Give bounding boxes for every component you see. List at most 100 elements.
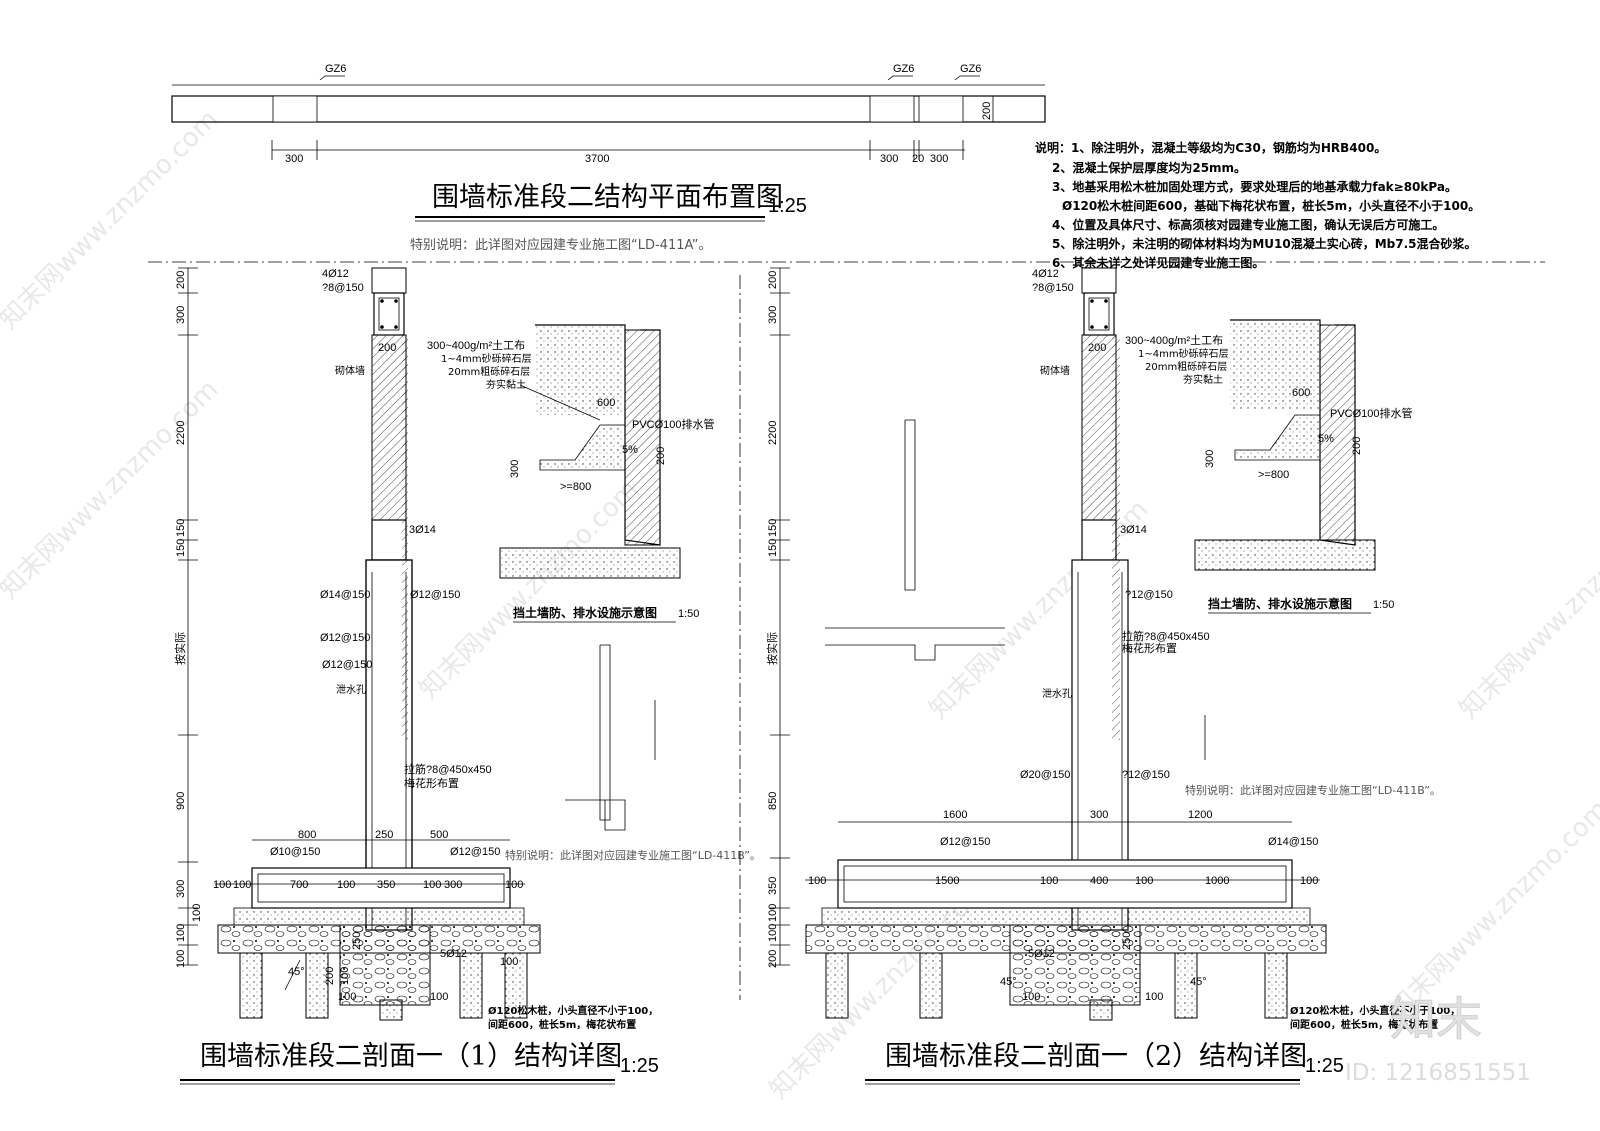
vdim: 900 xyxy=(175,792,187,810)
rebar-label: Ø12@150 xyxy=(322,659,372,671)
rebar-label: 3Ø14 xyxy=(409,524,436,536)
watermark: 知末网www.znzmo.com xyxy=(0,104,224,335)
rebar-label: 砌体墙 xyxy=(1040,364,1070,377)
hdim: 1000 xyxy=(1205,875,1229,887)
plan-dim: 20 xyxy=(912,153,924,165)
rebar-label: Ø10@150 xyxy=(270,846,320,858)
hdim: 700 xyxy=(290,879,308,891)
rebar-label: 梅花形布置 xyxy=(404,776,459,790)
special-note-2: 特别说明：此详图对应园建专业施工图“LD-411B”。 xyxy=(1185,783,1441,797)
layer-label: 1~4mm砂砾碎石层 xyxy=(441,352,532,365)
vdim: 150 xyxy=(175,539,187,557)
pile-note: Ø120松木桩，小头直径不小于100， xyxy=(488,1004,658,1017)
layer-label: 300~400g/m²土工布 xyxy=(1125,334,1223,347)
hdim: 100 xyxy=(423,879,441,891)
vdim: 200 xyxy=(767,950,779,968)
hdim: 100 xyxy=(233,879,251,891)
base-dim: 45° xyxy=(288,966,305,978)
base-dim: 100 xyxy=(338,991,356,1003)
base-dim: 200 xyxy=(324,967,336,985)
special-note: 特别说明：此详图对应园建专业施工图“LD-411B”。 xyxy=(505,848,761,862)
note-line: 3、地基采用松木桩加固处理方式，要求处理后的地基承载力fak≥80kPa。 xyxy=(1052,179,1457,194)
general-notes: 说明：1、除注明外，混凝土等级均为C30，钢筋均为HRB400。 2、混凝土保护… xyxy=(1035,140,1480,270)
retain-dim: 300 xyxy=(509,460,521,478)
rebar-label: Ø12@150 xyxy=(410,589,460,601)
rebar-label: 3Ø14 xyxy=(1120,524,1147,536)
wall-thickness: 200 xyxy=(981,102,993,120)
retain-dim: 300 xyxy=(1204,450,1216,468)
retaining-detail-2: 300~400g/m²土工布 1~4mm砂砾碎石层 20mm粗砾碎石层 夯实黏土… xyxy=(1125,319,1413,614)
pile-note: 间距600，桩长5m，梅花状布置 xyxy=(488,1018,636,1031)
plan-dim: 3700 xyxy=(585,153,609,165)
rebar-label: 5Ø12 xyxy=(1028,948,1055,960)
rebar-label: 拉筋?8@450x450 xyxy=(404,762,492,776)
rebar-label: 泄水孔 xyxy=(1042,687,1072,700)
hdim: 1200 xyxy=(1188,809,1212,821)
pipe-label: PVCØ100排水管 xyxy=(1330,406,1413,420)
plan-dim: 300 xyxy=(930,153,948,165)
layer-label: 1~4mm砂砾碎石层 xyxy=(1138,347,1229,360)
retain-dim: >=800 xyxy=(560,481,591,493)
base-dim: 45° xyxy=(1000,976,1017,988)
gz-label: GZ6 xyxy=(893,63,914,75)
retain-dim: 600 xyxy=(1292,387,1310,399)
brand-id: ID: 1216851551 xyxy=(1345,1060,1531,1086)
hdim: 800 xyxy=(298,829,316,841)
retain-dim: 5% xyxy=(1318,433,1334,445)
plan-note: 特别说明：此详图对应园建专业施工图“LD-411A”。 xyxy=(410,237,712,253)
rebar-label: ?8@150 xyxy=(322,282,364,294)
watermark: 知末网www.znzmo.com xyxy=(0,374,224,605)
gz-label: GZ6 xyxy=(960,63,981,75)
pile-note: Ø120松木桩，小头直径不小于100， xyxy=(1290,1004,1460,1017)
base-dim: 45° xyxy=(1190,976,1207,988)
rebar-label: 梅花形布置 xyxy=(1122,641,1177,655)
hdim: 300 xyxy=(444,879,462,891)
vdim: 按实际 xyxy=(173,632,187,665)
hdim: 100 xyxy=(1300,875,1318,887)
rebar-label: Ø12@150 xyxy=(320,632,370,644)
rebar-label: 拉筋?8@450x450 xyxy=(1122,629,1210,643)
layer-label: 20mm粗砾碎石层 xyxy=(448,365,530,378)
base-dim: 250 xyxy=(1121,932,1133,950)
base-dim: 100 xyxy=(500,956,518,968)
retain-dim: >=800 xyxy=(1258,469,1289,481)
brand-watermark: 知末 ID: 1216851551 xyxy=(1345,992,1531,1087)
rebar-label: ?12@150 xyxy=(1125,589,1173,601)
plan-dim: 300 xyxy=(880,153,898,165)
vdim: 200 xyxy=(767,271,779,289)
vdim: 200 xyxy=(175,271,187,289)
retain-dim: 200 xyxy=(655,447,667,465)
rebar-label: 砌体墙 xyxy=(335,364,365,377)
hdim: 100 xyxy=(213,879,231,891)
watermark: 知末网www.znzmo.com xyxy=(1384,794,1600,1025)
note-line: 4、位置及具体尺寸、标高须核对园建专业施工图，确认无误后方可施工。 xyxy=(1052,217,1444,232)
plan-view: GZ6 GZ6 GZ6 300 3700 300 20 300 200 围墙标准… xyxy=(148,63,1545,263)
pipe-label: PVCØ100排水管 xyxy=(632,417,715,431)
pile-note: 间距600，桩长5m，梅花状布置 xyxy=(1290,1018,1438,1031)
hdim: 100 xyxy=(1135,875,1153,887)
hdim: 100 xyxy=(1040,875,1058,887)
vdim: 300 xyxy=(175,880,187,898)
gz-label: GZ6 xyxy=(325,63,346,75)
note-line: 5、除注明外，未注明的砌体材料均为MU10混凝土实心砖，Mb7.5混合砂浆。 xyxy=(1052,236,1477,251)
plan-dim: 300 xyxy=(285,153,303,165)
rebar-label: Ø12@150 xyxy=(940,836,990,848)
vdim: 100 xyxy=(767,924,779,942)
vdim: 100 xyxy=(175,924,187,942)
vdim: 2200 xyxy=(767,421,779,445)
brand-logo: 知末 xyxy=(1390,992,1482,1046)
rebar-label: Ø14@150 xyxy=(320,589,370,601)
rebar-label: ?12@150 xyxy=(1122,769,1170,781)
section-1: 200 300 2200 150 150 按实际 900 300 100 100… xyxy=(173,267,761,1085)
vdim: 2200 xyxy=(175,421,187,445)
vdim: 100 xyxy=(175,950,187,968)
vdim: 100 xyxy=(191,904,203,922)
rebar-label: 4Ø12 xyxy=(322,268,349,280)
retaining-title: 挡土墙防、排水设施示意图 xyxy=(1208,596,1352,611)
rebar-label: 200 xyxy=(1088,342,1106,354)
rebar-label: Ø12@150 xyxy=(450,846,500,858)
note-line: 说明：1、除注明外，混凝土等级均为C30，钢筋均为HRB400。 xyxy=(1035,140,1386,155)
section2-title: 围墙标准段二剖面一（2）结构详图 xyxy=(885,1041,1307,1072)
retain-dim: 5% xyxy=(622,444,638,456)
